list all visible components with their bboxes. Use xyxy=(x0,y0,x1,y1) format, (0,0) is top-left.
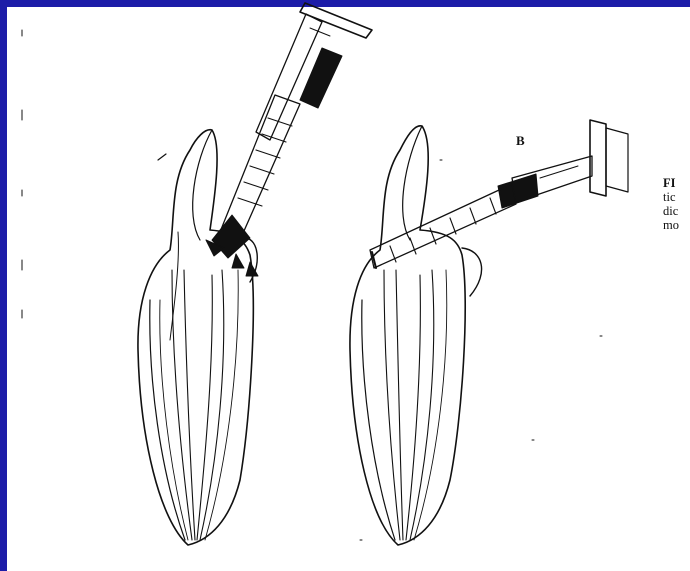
caption-line-2: tic xyxy=(663,190,690,204)
caption-line-1: FI xyxy=(663,176,690,190)
tooth-right xyxy=(350,126,482,545)
figure-caption-fragment: FI tic dic mo xyxy=(663,176,690,232)
instrument-right xyxy=(370,120,628,268)
tooth-left xyxy=(138,130,257,545)
scan-specks xyxy=(22,30,602,540)
caption-line-3: dic xyxy=(663,204,690,218)
caption-line-4: mo xyxy=(663,218,690,232)
panel-b-label: B xyxy=(516,133,525,149)
instrument-left xyxy=(206,3,372,276)
